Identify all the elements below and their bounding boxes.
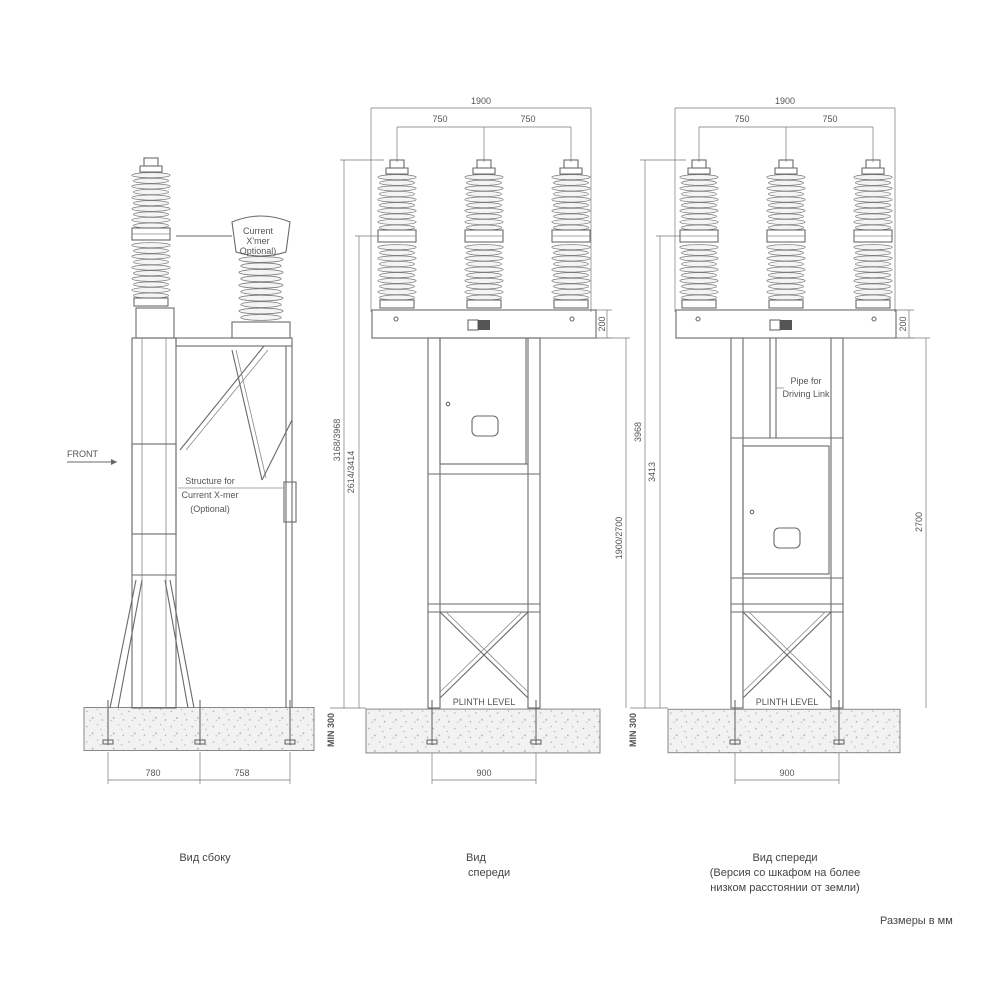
dim-low-base: 900 xyxy=(779,768,794,778)
label-pipe-2: Driving Link xyxy=(782,389,830,399)
label-current-xmer-2: X'mer xyxy=(246,236,269,246)
label-front-plinth: PLINTH LEVEL xyxy=(453,697,516,707)
dim-low-min: MIN 300 xyxy=(628,713,638,747)
dim-front-box: 200 xyxy=(597,316,607,331)
dim-front-min: MIN 300 xyxy=(326,713,336,747)
label-structure-2: Current X-mer xyxy=(181,490,238,500)
front-view-low: 1900 750 750 200 Pipe for Driving Link xyxy=(628,96,930,784)
dim-low-spacing-right: 750 xyxy=(822,114,837,124)
label-current-xmer-1: Current xyxy=(243,226,274,236)
dim-low-total: 1900 xyxy=(775,96,795,106)
front-view: 1900 750 750 200 PLINTH LE xyxy=(326,96,630,784)
dim-front-spacing-right: 750 xyxy=(520,114,535,124)
dim-low-spacing-left: 750 xyxy=(734,114,749,124)
label-low-plinth: PLINTH LEVEL xyxy=(756,697,819,707)
caption-low-line1: Вид спереди xyxy=(752,852,818,864)
caption-low-line3: низком расстоянии от земли) xyxy=(710,882,860,894)
caption-front-view-low: Вид спереди (Версия со шкафом на более н… xyxy=(660,851,910,896)
dim-low-height-outer: 3968 xyxy=(633,422,643,442)
caption-side-view-text: Вид сбоку xyxy=(179,852,231,864)
dim-low-box: 200 xyxy=(898,316,908,331)
dim-front-height-inner: 2614/3414 xyxy=(346,451,356,494)
dim-side-right: 758 xyxy=(234,768,249,778)
caption-front-view-line2: спереди xyxy=(468,867,511,879)
dim-side-left: 780 xyxy=(145,768,160,778)
dim-front-total: 1900 xyxy=(471,96,491,106)
dim-front-height-outer: 3168/3968 xyxy=(332,419,342,462)
dim-front-spacing-left: 750 xyxy=(432,114,447,124)
dim-front-base: 900 xyxy=(476,768,491,778)
caption-low-line2: (Версия со шкафом на более xyxy=(709,867,861,879)
caption-front-view: Вид спереди xyxy=(430,851,540,881)
label-structure-3: (Optional) xyxy=(190,504,230,514)
caption-side-view: Вид сбоку xyxy=(130,851,280,866)
units-note: Размеры в мм xyxy=(880,914,990,929)
dim-front-frame: 1900/2700 xyxy=(614,517,624,560)
dim-low-height-inner: 3413 xyxy=(647,462,657,482)
caption-front-view-line1: Вид xyxy=(466,852,486,864)
dim-low-frame: 2700 xyxy=(914,512,924,532)
label-front: FRONT xyxy=(67,449,98,459)
label-structure-1: Structure for xyxy=(185,476,235,486)
units-note-text: Размеры в мм xyxy=(880,915,953,927)
label-pipe-1: Pipe for xyxy=(790,376,821,386)
label-current-xmer-3: Optional) xyxy=(240,246,277,256)
side-view: Current X'mer Optional) FRONT Structure … xyxy=(67,158,315,784)
